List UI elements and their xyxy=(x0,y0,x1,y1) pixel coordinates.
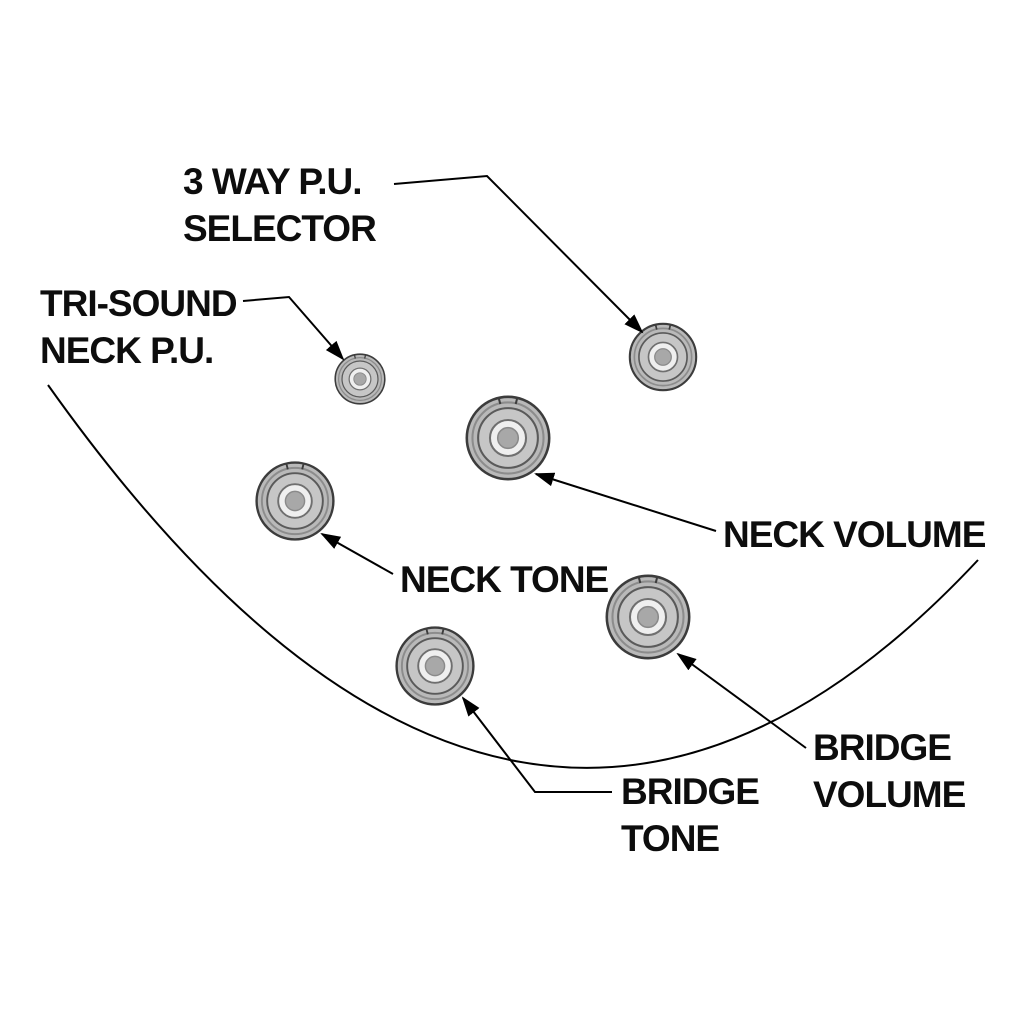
bridge-volume-knob xyxy=(605,574,691,660)
bridge-tone-arrow xyxy=(461,696,612,793)
neck-tone-arrow xyxy=(320,533,394,575)
neck-tone-label: NECK TONE xyxy=(400,559,609,600)
tri-sound-neck-pickup-switch xyxy=(334,353,386,405)
bridge-volume-arrow xyxy=(676,652,807,749)
guitar-body-edge-line xyxy=(47,384,979,769)
neck-volume-arrow xyxy=(534,472,717,532)
tri-sound-arrow xyxy=(242,295,345,361)
three-way-pickup-selector-knob xyxy=(628,322,698,392)
bridge-tone-knob xyxy=(395,626,475,706)
pickup-selector-label: 3 WAY P.U. SELECTOR xyxy=(183,161,377,250)
neck-volume-knob xyxy=(465,395,551,481)
bridge-tone-label: BRIDGE TONE xyxy=(621,771,760,860)
tri-sound-label: TRI-SOUND NECK P.U. xyxy=(40,283,238,372)
neck-tone-knob xyxy=(255,461,335,541)
pickup-selector-arrow xyxy=(393,174,644,334)
bridge-volume-label: BRIDGE VOLUME xyxy=(813,727,966,816)
neck-volume-label: NECK VOLUME xyxy=(723,514,986,555)
